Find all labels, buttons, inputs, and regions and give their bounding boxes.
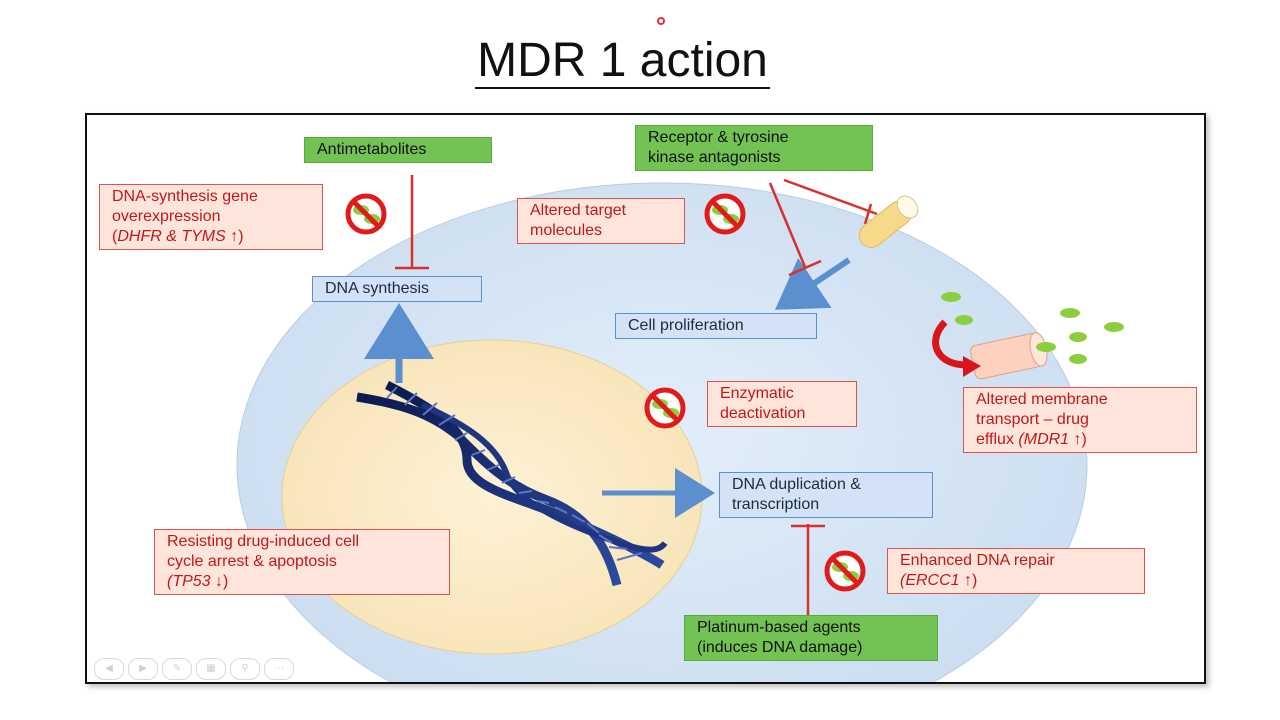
- cell-proliferation-label: Cell proliferation: [628, 317, 744, 334]
- resisting-line3: (TP53 ↓): [167, 572, 437, 592]
- repair-line1: Enhanced DNA repair: [900, 552, 1055, 569]
- drug-particles: [941, 292, 1124, 364]
- dna-repair-box: Enhanced DNA repair (ERCC1 ↑): [887, 548, 1145, 594]
- altered-target-box: Altered target molecules: [517, 198, 685, 244]
- receptor-label-line2: kinase antagonists: [648, 149, 781, 166]
- no-symbol-icon: [827, 553, 863, 589]
- dna-gene-overexpression-box: DNA-synthesis gene overexpression (DHFR …: [99, 184, 323, 250]
- previous-slide-icon[interactable]: ◀: [94, 658, 124, 680]
- next-slide-icon[interactable]: ▶: [128, 658, 158, 680]
- dna-gene-line2: overexpression: [112, 208, 221, 225]
- dna-duplication-line1: DNA duplication &: [732, 476, 861, 493]
- no-symbol-icon: [647, 390, 683, 426]
- laser-pointer-icon: [657, 17, 665, 25]
- dna-duplication-line2: transcription: [732, 496, 820, 513]
- receptor-label-line1: Receptor & tyrosine: [648, 129, 789, 146]
- repair-line2: (ERCC1 ↑): [900, 571, 1132, 591]
- membrane-line1: Altered membrane: [976, 391, 1108, 408]
- resisting-line2: cycle arrest & apoptosis: [167, 553, 337, 570]
- dna-gene-up: ↑): [225, 228, 244, 245]
- slide-title: MDR 1 action: [475, 34, 770, 89]
- diagram-frame: Antimetabolites Receptor & tyrosine kina…: [85, 113, 1206, 684]
- antimetabolites-box: Antimetabolites: [304, 137, 492, 163]
- dna-gene-paren: (: [112, 228, 118, 245]
- enzymatic-line1: Enzymatic: [720, 385, 794, 402]
- arrow-to-cell-proliferation: [775, 257, 851, 310]
- no-symbol-icon: [707, 196, 743, 232]
- resisting-down: ↓): [210, 573, 229, 590]
- more-options-icon[interactable]: ⋯: [264, 658, 294, 680]
- slide-title-wrap: MDR 1 action: [0, 32, 1245, 90]
- membrane-gene: (MDR1: [1018, 431, 1070, 448]
- zoom-icon[interactable]: ⚲: [230, 658, 260, 680]
- altered-target-line1: Altered target: [530, 202, 627, 219]
- membrane-efflux: efflux: [976, 431, 1019, 448]
- drug-capsule-icon: [858, 195, 919, 248]
- repair-gene: (ERCC1: [900, 572, 960, 589]
- dna-gene-line3: (DHFR & TYMS ↑): [112, 227, 310, 247]
- red-curved-arrow-icon: [932, 319, 968, 369]
- altered-target-line2: molecules: [530, 222, 603, 239]
- repair-up: ↑): [959, 572, 978, 589]
- platinum-label-line2: (induces DNA damage): [697, 639, 863, 656]
- slides-icon[interactable]: ▦: [196, 658, 226, 680]
- dna-synthesis-box: DNA synthesis: [312, 276, 482, 302]
- inhibition-lines: [395, 175, 878, 615]
- dna-gene-names: DHFR & TYMS: [117, 228, 226, 245]
- platinum-agents-box: Platinum-based agents (induces DNA damag…: [684, 615, 938, 661]
- cell-nucleus: [281, 339, 703, 655]
- resisting-gene: (TP53: [167, 573, 211, 590]
- membrane-up: ↑): [1069, 431, 1087, 448]
- resisting-line1: Resisting drug-induced cell: [167, 533, 360, 550]
- slideshow-controls: ◀ ▶ ✎ ▦ ⚲ ⋯: [94, 658, 294, 680]
- dna-duplication-box: DNA duplication & transcription: [719, 472, 933, 518]
- pen-icon[interactable]: ✎: [162, 658, 192, 680]
- membrane-transport-box: Altered membrane transport – drug efflux…: [963, 387, 1197, 453]
- no-symbol-icon: [348, 196, 384, 232]
- antimetabolites-label: Antimetabolites: [317, 141, 427, 158]
- efflux-pump-icon: [970, 332, 1048, 380]
- enzymatic-line2: deactivation: [720, 405, 806, 422]
- resisting-apoptosis-box: Resisting drug-induced cell cycle arrest…: [154, 529, 450, 595]
- dna-gene-line1: DNA-synthesis gene: [112, 188, 258, 205]
- enzymatic-deactivation-box: Enzymatic deactivation: [707, 381, 857, 427]
- dna-helix-icon: [356, 380, 668, 587]
- cell-proliferation-box: Cell proliferation: [615, 313, 817, 339]
- platinum-label-line1: Platinum-based agents: [697, 619, 861, 636]
- receptor-antagonists-box: Receptor & tyrosine kinase antagonists: [635, 125, 873, 171]
- dna-synthesis-label: DNA synthesis: [325, 280, 430, 297]
- membrane-line2: transport – drug: [976, 411, 1089, 428]
- membrane-line3: efflux (MDR1 ↑): [976, 430, 1184, 450]
